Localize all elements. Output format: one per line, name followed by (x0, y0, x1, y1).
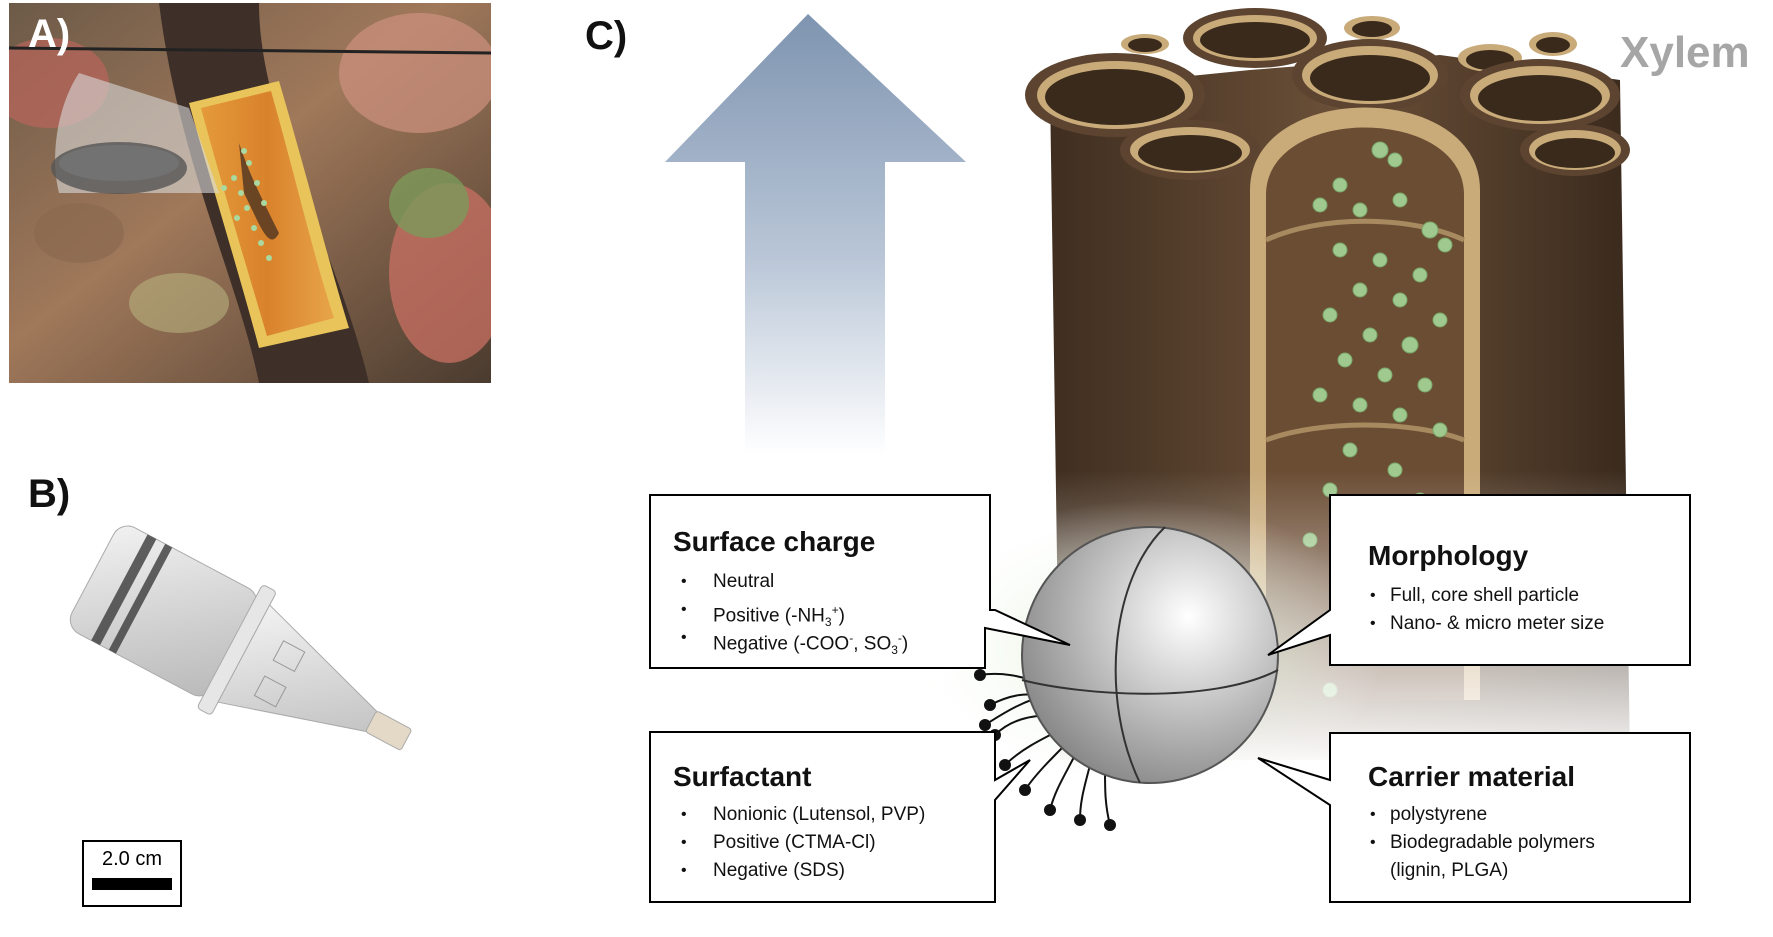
carrier-particle-sphere (1021, 526, 1279, 784)
morphology-item: Nano- & micro meter size (1368, 610, 1604, 638)
scale-bar-label: 2.0 cm (101, 848, 163, 870)
panel-a-label: A) (28, 12, 71, 56)
surface-charge-item-negative: Negative (-COO-, SO3-) (673, 624, 908, 657)
surfactant-item: Positive (CTMA-Cl) (673, 829, 925, 857)
superscript: + (831, 603, 839, 617)
surface-charge-item-text: SO (863, 633, 892, 655)
surface-charge-title: Surface charge (673, 526, 876, 557)
xylem-label: Xylem (1620, 28, 1750, 77)
carrier-material-item: Biodegradable polymers (1368, 829, 1595, 857)
carrier-material-item-continuation: (lignin, PLGA) (1390, 860, 1509, 881)
carrier-material-item: polystyrene (1368, 801, 1595, 829)
panel-b-label: B) (28, 472, 71, 516)
surface-charge-item-text: Positive (-NH (713, 605, 825, 627)
surface-charge-item-positive: Positive (-NH3+) (673, 596, 908, 629)
morphology-item: Full, core shell particle (1368, 582, 1604, 610)
carrier-material-callout: Carrier material polystyrene Biodegradab… (1368, 763, 1595, 885)
subscript: 3 (891, 643, 898, 658)
surfactant-callout: Surfactant Nonionic (Lutensol, PVP) Posi… (673, 761, 925, 886)
panel-b-device-image (69, 525, 412, 751)
surface-charge-callout: Surface charge Neutral Positive (-NH3+) … (673, 526, 908, 658)
panel-c-label: C) (585, 14, 628, 58)
superscript: - (849, 631, 854, 645)
surface-charge-list: Neutral Positive (-NH3+) Negative (-COO-… (673, 568, 908, 657)
surfactant-item: Nonionic (Lutensol, PVP) (673, 801, 925, 829)
carrier-material-title: Carrier material (1368, 761, 1576, 792)
surface-charge-item-text: Neutral (713, 571, 775, 592)
surfactant-list: Nonionic (Lutensol, PVP) Positive (CTMA-… (673, 801, 925, 885)
scale-bar: 2.0 cm (82, 840, 182, 907)
morphology-list: Full, core shell particle Nano- & micro … (1368, 582, 1604, 638)
surface-charge-item-text: Negative (-COO (713, 633, 850, 655)
morphology-title: Morphology (1368, 540, 1529, 571)
surfactant-item: Negative (SDS) (673, 857, 925, 885)
scale-bar-line (92, 878, 172, 890)
morphology-callout: Morphology Full, core shell particle Nan… (1368, 540, 1604, 639)
carrier-material-list: polystyrene Biodegradable polymers (lign… (1368, 801, 1595, 885)
surface-charge-item-neutral: Neutral (673, 568, 908, 596)
superscript: - (897, 631, 902, 645)
panel-a-illustration (9, 3, 491, 383)
surfactant-title: Surfactant (673, 761, 812, 792)
subscript: 3 (824, 615, 832, 630)
